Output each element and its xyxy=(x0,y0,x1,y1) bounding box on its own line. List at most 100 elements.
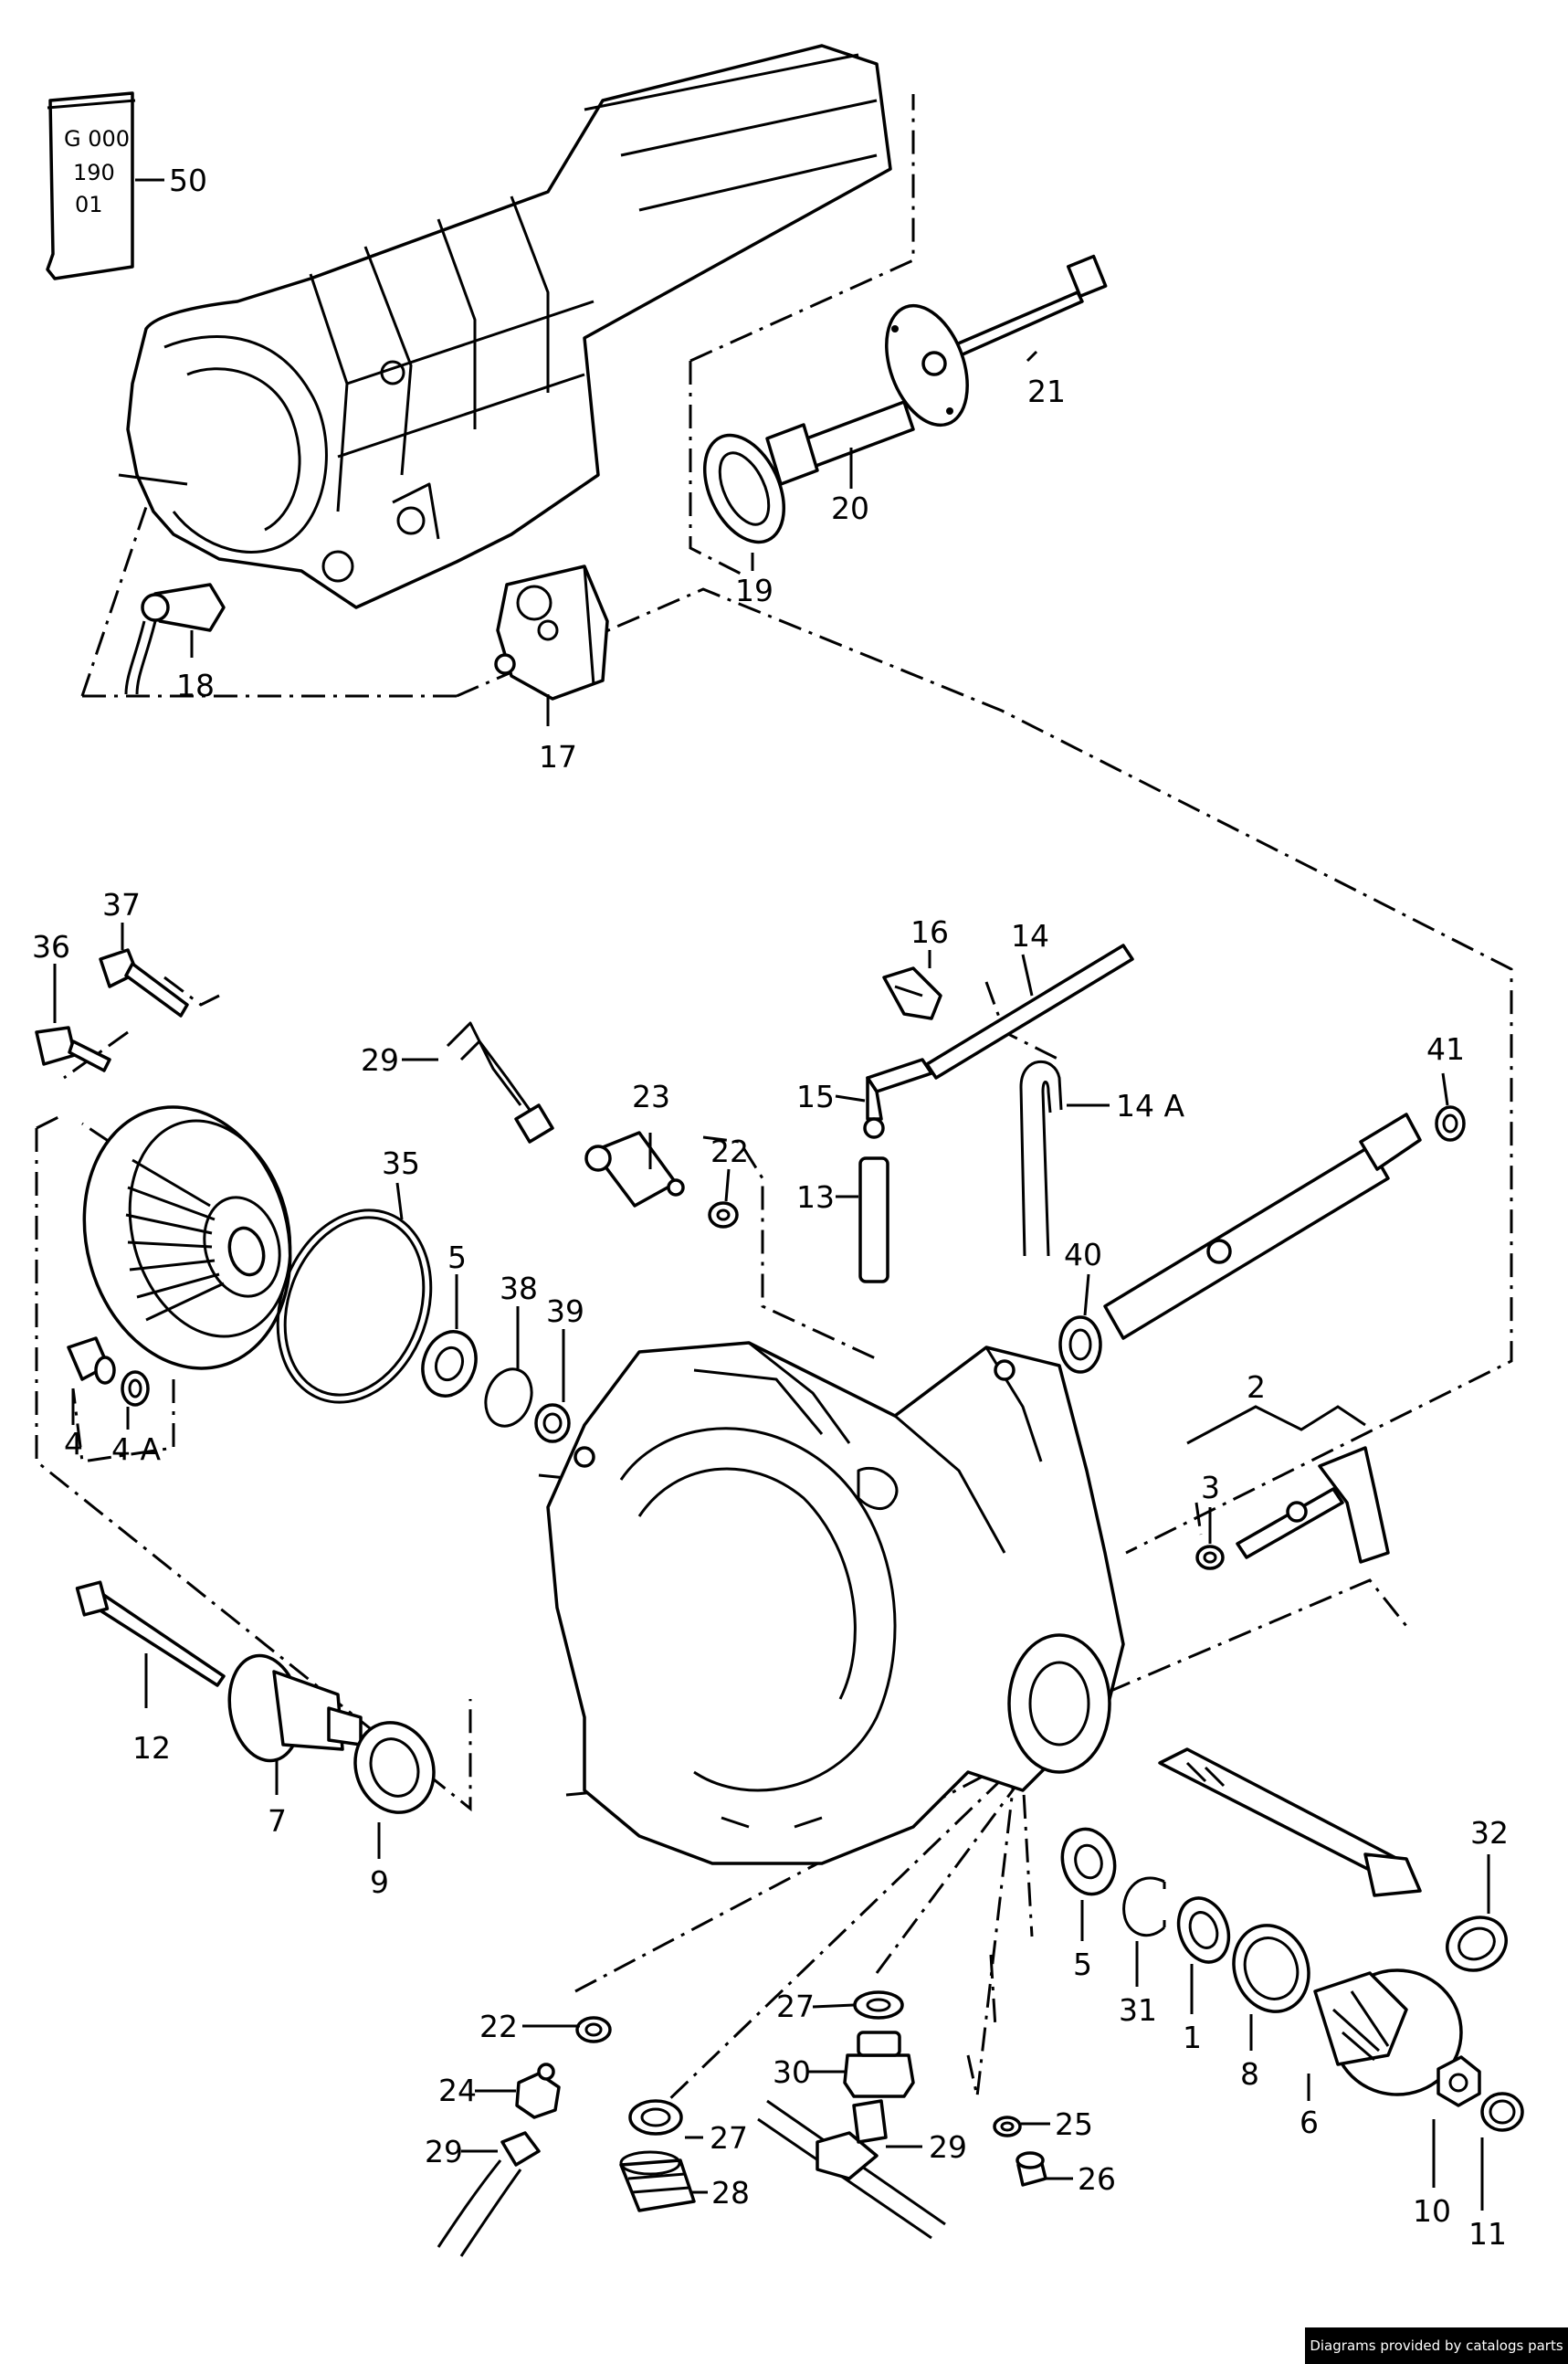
callout-6: 6 xyxy=(1300,2105,1319,2140)
callout-22-lower: 22 xyxy=(479,2009,518,2044)
callout-39: 39 xyxy=(546,1293,584,1329)
callout-36: 36 xyxy=(32,929,70,965)
sensor-part-18 xyxy=(124,583,226,695)
callout-29-upper: 29 xyxy=(361,1042,399,1078)
callout-12: 12 xyxy=(132,1730,171,1766)
pipe-part-29-center xyxy=(757,2099,946,2240)
callout-50: 50 xyxy=(169,163,207,198)
callout-7: 7 xyxy=(268,1803,287,1839)
bearing-part-5-upper xyxy=(421,1330,478,1398)
vent-hose-part-14 xyxy=(925,944,1134,1080)
callout-22-upper: 22 xyxy=(710,1134,749,1169)
differential-part-6 xyxy=(1313,1968,1463,2096)
fitting-part-23 xyxy=(584,1131,685,1208)
callout-24: 24 xyxy=(438,2073,477,2108)
cap-part-11 xyxy=(1480,2092,1524,2132)
callout-23: 23 xyxy=(632,1079,670,1114)
bearing-part-5-lower xyxy=(1060,1827,1117,1896)
callout-40: 40 xyxy=(1064,1237,1102,1272)
valve-part-17 xyxy=(494,565,609,701)
callout-4: 4 xyxy=(64,1426,83,1462)
seal-part-32 xyxy=(1446,1915,1508,1972)
callout-13: 13 xyxy=(796,1179,835,1215)
o-ring-part-3 xyxy=(1195,1545,1225,1570)
bolt-part-26 xyxy=(1016,2151,1047,2187)
pipe-part-29-upper xyxy=(446,1021,554,1144)
callout-14: 14 xyxy=(1011,918,1049,954)
callout-27-upper: 27 xyxy=(776,1989,815,2024)
vent-fitting-part-15 xyxy=(863,1058,933,1139)
callout-9: 9 xyxy=(370,1864,389,1900)
washer-part-22-upper xyxy=(708,1201,739,1229)
circlip-part-31 xyxy=(1122,1876,1166,1937)
callout-37: 37 xyxy=(102,887,141,923)
callout-14A: 14 A xyxy=(1116,1088,1184,1124)
assembly-outline xyxy=(35,94,1513,2130)
bolt-part-36 xyxy=(35,1026,111,1072)
fitting-part-24 xyxy=(515,2063,561,2119)
tube-text-line-2: 190 xyxy=(73,160,115,185)
clip-part-16 xyxy=(882,966,942,1020)
callout-8: 8 xyxy=(1240,2056,1259,2092)
callout-17: 17 xyxy=(539,739,577,775)
callout-19: 19 xyxy=(735,573,773,608)
cap-part-41 xyxy=(1435,1105,1466,1142)
bolt-part-37 xyxy=(99,948,189,1018)
callout-18: 18 xyxy=(176,668,215,703)
selector-shaft-part-2 xyxy=(1236,1446,1390,1564)
callout-25: 25 xyxy=(1055,2106,1093,2142)
torque-converter xyxy=(82,1105,292,1370)
seal-part-19 xyxy=(702,433,786,544)
callout-5-upper: 5 xyxy=(447,1240,467,1275)
plug-part-4 xyxy=(67,1336,116,1385)
callout-15: 15 xyxy=(796,1079,835,1114)
leader-lines xyxy=(53,178,1490,2211)
callout-5-lower: 5 xyxy=(1073,1947,1092,1982)
tube-text-line-1: G 000 xyxy=(64,126,130,152)
pipe-part-29-left xyxy=(437,2131,541,2257)
callout-29-left: 29 xyxy=(425,2134,463,2169)
washer-part-27-upper xyxy=(853,1990,904,2020)
callout-29-center: 29 xyxy=(929,2129,967,2165)
grease-tube-part-50: G 000 190 01 xyxy=(46,91,136,280)
ring-part-38 xyxy=(484,1367,533,1428)
seal-part-40 xyxy=(1058,1315,1102,1374)
nut-part-10 xyxy=(1436,2055,1481,2107)
callout-1: 1 xyxy=(1183,2020,1202,2055)
callout-16: 16 xyxy=(910,914,949,950)
fitting-part-30 xyxy=(843,2031,915,2098)
callout-31: 31 xyxy=(1119,1992,1157,2028)
credit-banner: Diagrams provided by catalogs parts xyxy=(1305,2327,1568,2364)
callout-26: 26 xyxy=(1078,2161,1116,2197)
callout-27-lower: 27 xyxy=(710,2120,748,2156)
callout-30: 30 xyxy=(773,2054,811,2090)
bolt-part-21 xyxy=(948,254,1108,360)
parts: G 000 190 01 xyxy=(35,44,1524,2257)
callout-21: 21 xyxy=(1027,374,1066,409)
callout-41: 41 xyxy=(1426,1031,1465,1067)
flange-shaft-part-20 xyxy=(765,303,969,486)
transmission-case xyxy=(546,1341,1125,1865)
callout-32: 32 xyxy=(1470,1815,1509,1851)
hose-part-13 xyxy=(858,1156,889,1283)
tube-text-line-3: 01 xyxy=(75,192,103,217)
callout-28: 28 xyxy=(711,2175,750,2211)
callout-10: 10 xyxy=(1413,2193,1451,2229)
bent-hose-part-14A xyxy=(1019,1061,1063,1257)
callout-2: 2 xyxy=(1247,1369,1266,1405)
o-ring-part-35 xyxy=(276,1208,433,1404)
washer-part-27-lower xyxy=(628,2099,683,2136)
bolt-part-12 xyxy=(75,1580,226,1687)
washer-part-22-lower xyxy=(575,2016,612,2043)
bushing-part-39 xyxy=(534,1403,571,1443)
callout-3: 3 xyxy=(1201,1470,1220,1505)
transmission-housing xyxy=(118,44,892,609)
washer-part-4A xyxy=(121,1370,150,1407)
seal-part-9 xyxy=(353,1721,436,1814)
callout-35: 35 xyxy=(382,1145,420,1181)
callout-4A: 4 A xyxy=(111,1431,161,1467)
callout-38: 38 xyxy=(500,1271,538,1306)
callout-labels: 50 21 20 19 18 17 37 36 16 14 29 23 22 1… xyxy=(32,163,1509,2252)
flange-part-7 xyxy=(227,1653,363,1763)
